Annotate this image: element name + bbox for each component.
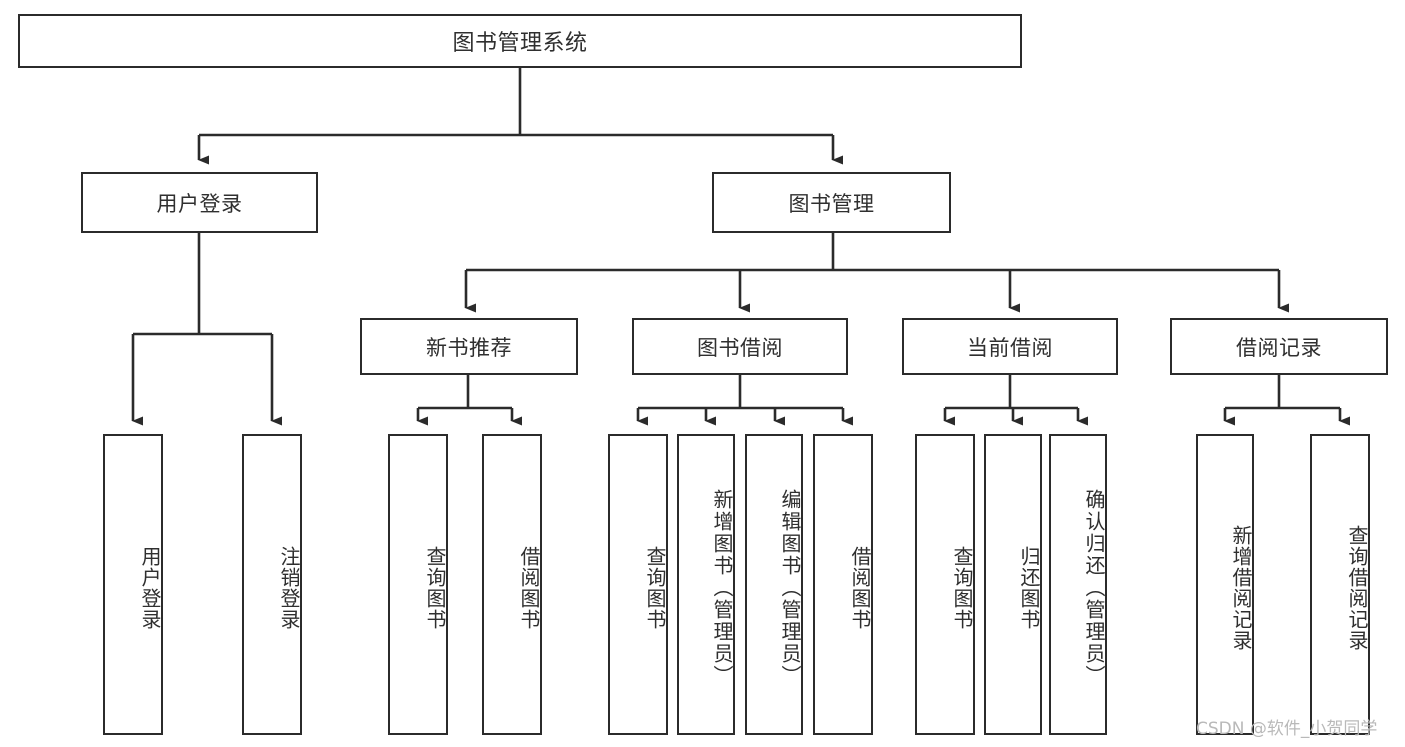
node-label: 注销登录 bbox=[277, 545, 301, 630]
node-label: 查询借阅记录 bbox=[1345, 524, 1369, 651]
leaf-user-login-signin[interactable]: 用户登录 bbox=[103, 434, 163, 735]
node-label: 借阅图书 bbox=[848, 545, 872, 630]
leaf-borrow-query-book[interactable]: 查询图书 bbox=[608, 434, 668, 735]
leaf-current-return-book[interactable]: 归还图书 bbox=[984, 434, 1042, 735]
leaf-borrow-borrow-book[interactable]: 借阅图书 bbox=[813, 434, 873, 735]
leaf-user-login-signout[interactable]: 注销登录 bbox=[242, 434, 302, 735]
node-label: 查询图书 bbox=[423, 545, 447, 630]
leaf-borrow-edit-book[interactable]: 编辑图书（管理员） bbox=[745, 434, 803, 735]
node-label: 图书管理系统 bbox=[452, 31, 588, 56]
node-label: 借阅记录 bbox=[1236, 335, 1322, 360]
node-root-system[interactable]: 图书管理系统 bbox=[18, 14, 1022, 68]
node-label: 借阅图书 bbox=[517, 545, 541, 630]
node-label: 图书借阅 bbox=[697, 335, 783, 360]
leaf-record-add-record[interactable]: 新增借阅记录 bbox=[1196, 434, 1254, 735]
leaf-recommend-query-book[interactable]: 查询图书 bbox=[388, 434, 448, 735]
node-label: 图书管理 bbox=[788, 191, 875, 216]
node-book-borrow[interactable]: 图书借阅 bbox=[632, 318, 848, 375]
node-label: 归还图书 bbox=[1017, 545, 1041, 630]
node-label: 新增借阅记录 bbox=[1229, 524, 1253, 651]
leaf-record-query-record[interactable]: 查询借阅记录 bbox=[1310, 434, 1370, 735]
csdn-watermark: CSDN @软件_小贺同学 bbox=[1196, 719, 1378, 739]
node-label: 当前借阅 bbox=[967, 335, 1053, 360]
node-label: 编辑图书（管理员） bbox=[778, 488, 802, 687]
node-label: 新增图书（管理员） bbox=[710, 488, 734, 687]
node-new-book-recommend[interactable]: 新书推荐 bbox=[360, 318, 578, 375]
node-label: 用户登录 bbox=[138, 545, 162, 630]
leaf-current-confirm-return[interactable]: 确认归还（管理员） bbox=[1049, 434, 1107, 735]
node-label: 查询图书 bbox=[643, 545, 667, 630]
node-current-borrow[interactable]: 当前借阅 bbox=[902, 318, 1118, 375]
leaf-current-query-book[interactable]: 查询图书 bbox=[915, 434, 975, 735]
leaf-borrow-add-book[interactable]: 新增图书（管理员） bbox=[677, 434, 735, 735]
node-label: 查询图书 bbox=[950, 545, 974, 630]
leaf-recommend-borrow-book[interactable]: 借阅图书 bbox=[482, 434, 542, 735]
node-borrow-record[interactable]: 借阅记录 bbox=[1170, 318, 1388, 375]
node-label: 确认归还（管理员） bbox=[1082, 488, 1106, 687]
node-label: 新书推荐 bbox=[426, 335, 512, 360]
node-label: 用户登录 bbox=[156, 191, 243, 216]
node-book-management[interactable]: 图书管理 bbox=[712, 172, 951, 233]
node-user-login[interactable]: 用户登录 bbox=[81, 172, 318, 233]
